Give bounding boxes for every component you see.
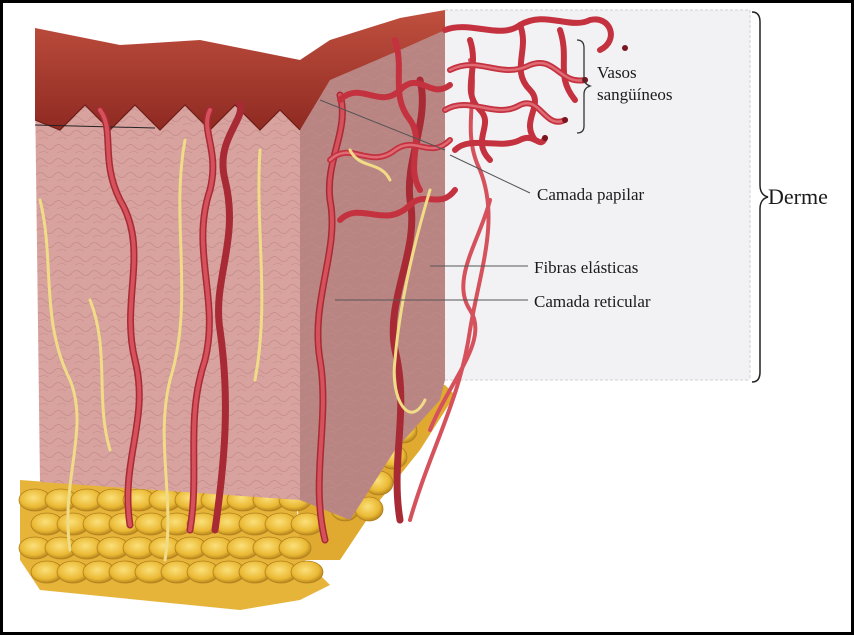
derme-bracket	[752, 12, 768, 382]
label-camada-reticular: Camada reticular	[534, 292, 651, 312]
fat-cell	[291, 561, 323, 583]
label-fibras-elasticas: Fibras elásticas	[534, 258, 638, 278]
label-vasos-line2: sangüíneos	[597, 84, 673, 106]
label-camada-papilar: Camada papilar	[537, 185, 644, 205]
label-derme: Derme	[768, 184, 828, 210]
label-vasos-line1: Vasos	[597, 62, 673, 84]
label-vasos-sanguineos: Vasos sangüíneos	[597, 62, 673, 106]
fat-cell	[279, 537, 311, 559]
